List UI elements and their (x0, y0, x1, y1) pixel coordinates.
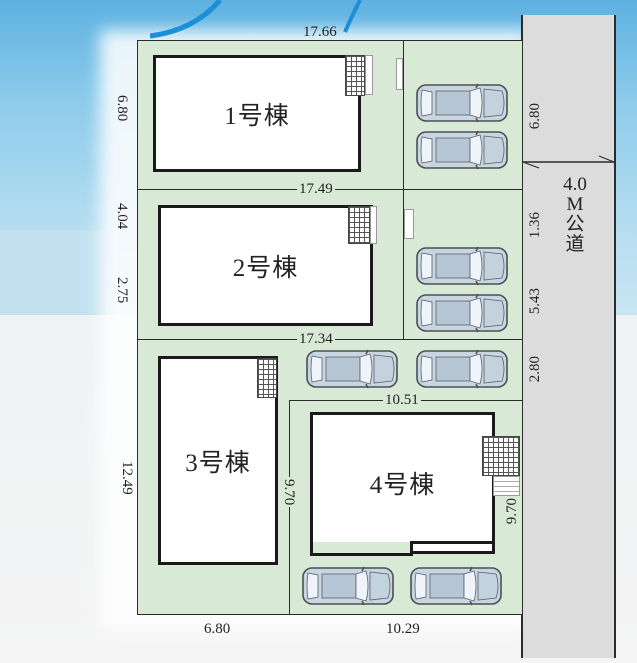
dim-lot3-lot4: 9.70 (281, 477, 297, 508)
building-4-notch (310, 553, 413, 556)
road-type-2: 道 (565, 233, 585, 255)
road-label: 4.0 M 公 道 (555, 175, 595, 255)
sky-background-left (0, 230, 105, 315)
dim-right-lot1: 6.80 (527, 103, 543, 130)
dim-bottom-left: 6.80 (204, 621, 231, 637)
building-2-label: 2号棟 (232, 254, 299, 282)
decorative-swoosh-icon (150, 0, 362, 39)
dim-top-width: 17.66 (303, 24, 337, 40)
building-3-entrance-tiles (257, 358, 277, 398)
dim-right-lot2-upper: 1.36 (527, 212, 543, 239)
lot3-lot4-boundary (289, 400, 290, 615)
building-2[interactable]: 2号棟 (158, 205, 373, 326)
road-unit: M (566, 193, 584, 215)
lot12-parking-divider (403, 40, 404, 339)
building-2-gate (404, 209, 414, 239)
building-1[interactable]: 1号棟 (153, 55, 361, 172)
dim-left-lot3: 12.49 (119, 461, 135, 495)
building-2-entrance-tiles (348, 206, 370, 244)
lot4-bottom-boundary (289, 614, 523, 615)
car-icon (416, 349, 508, 389)
building-4-entrance-tiles (482, 436, 520, 476)
car-icon (302, 566, 394, 606)
car-icon (416, 83, 508, 123)
building-1-label: 1号棟 (224, 102, 290, 130)
dim-lot4-top: 10.51 (383, 392, 421, 408)
road-width: 4.0 (563, 174, 587, 195)
car-icon (416, 130, 508, 170)
dim-left-lot1: 6.80 (114, 95, 130, 122)
dim-right-lot4: 9.70 (504, 498, 520, 525)
building-2-step (370, 206, 377, 244)
car-icon (410, 566, 502, 606)
building-1-entrance-tiles (345, 55, 365, 96)
building-1-step (365, 55, 373, 95)
building-3-label: 3号棟 (185, 449, 251, 477)
dim-left-lot2-lower: 2.75 (114, 277, 130, 304)
dim-left-lot2-upper: 4.04 (114, 203, 130, 230)
car-icon (416, 246, 508, 286)
dim-right-parking: 2.80 (527, 356, 543, 383)
car-icon (416, 293, 508, 333)
building-4-label: 4号棟 (369, 472, 436, 499)
dim-right-lot2-lower: 5.43 (527, 288, 543, 315)
dim-lot1-lot2: 17.49 (297, 181, 335, 197)
road-width-marker (521, 155, 616, 169)
building-4-steps (493, 476, 520, 496)
dim-bottom-right: 10.29 (386, 621, 420, 637)
building-4[interactable]: 4号棟 (310, 412, 495, 554)
car-icon (306, 349, 398, 389)
road-type-1: 公 (565, 213, 585, 235)
dim-lot2-lot3: 17.34 (297, 331, 335, 347)
building-1-gate (396, 58, 403, 90)
